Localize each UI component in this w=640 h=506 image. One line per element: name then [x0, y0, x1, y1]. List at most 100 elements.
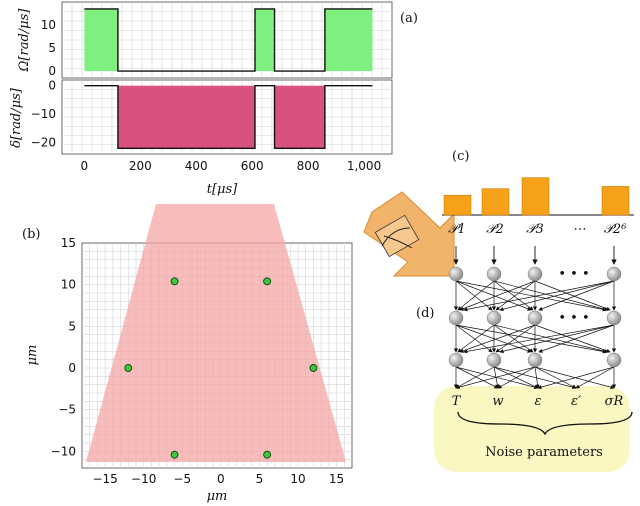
output-label: ε	[535, 394, 542, 409]
connection	[455, 324, 493, 353]
atom-xtick: 15	[329, 472, 344, 486]
omega-y-ticks: 0 5 10	[41, 18, 56, 78]
connection	[493, 280, 534, 311]
atom-ytick: 0	[68, 361, 76, 375]
atom-xtick: 10	[290, 472, 305, 486]
probability-bar	[521, 177, 550, 216]
delta-y-ticks: 0 −10 −20	[31, 79, 56, 150]
probability-bar	[481, 188, 510, 216]
network-node	[448, 266, 464, 282]
connection	[538, 324, 615, 353]
output-connection	[455, 366, 495, 389]
network-node	[448, 352, 464, 368]
panel-label-d: (d)	[416, 306, 434, 321]
connection	[534, 280, 611, 311]
time-xtick: 800	[297, 159, 320, 173]
connection	[455, 280, 607, 312]
atom-xlabel: μm	[207, 489, 228, 504]
output-connection	[534, 366, 615, 390]
neural-network	[448, 246, 622, 390]
bar-label: 𝒫3	[526, 222, 544, 237]
network-node	[527, 352, 543, 368]
probability-bar	[601, 186, 630, 216]
trap-region	[86, 204, 346, 462]
connection	[463, 280, 615, 312]
output-connection	[455, 366, 499, 389]
bar-label: 𝒫2⁶	[604, 222, 627, 237]
ellipsis-dots: • • •	[558, 267, 589, 282]
output-connection	[534, 366, 577, 389]
connection	[455, 324, 607, 354]
atom-xtick: −5	[173, 472, 191, 486]
atom-xtick: −15	[92, 472, 117, 486]
omega-ytick: 10	[41, 18, 56, 32]
connection	[493, 324, 534, 353]
atom-points	[124, 277, 318, 459]
time-xtick: 200	[129, 159, 152, 173]
probability-bar	[443, 194, 472, 216]
delta-ytick: −20	[31, 136, 56, 150]
output-label: ε′	[571, 394, 581, 409]
connection	[534, 324, 611, 353]
bar-label: 𝒫1	[448, 222, 466, 237]
panel-label-b: (b)	[22, 227, 40, 242]
noise-label: Noise parameters	[485, 445, 603, 460]
network-node	[606, 352, 622, 368]
atom-ytick: 15	[61, 236, 76, 250]
atom-ytick: −10	[51, 444, 76, 458]
time-xtick: 400	[185, 159, 208, 173]
delta-ytick: 0	[48, 79, 56, 93]
network-node	[527, 310, 543, 326]
panel-label-a: (a)	[400, 11, 418, 26]
output-connection	[455, 366, 536, 390]
delta-line	[84, 84, 373, 150]
bar-label: 𝒫2	[486, 222, 504, 237]
atom-ytick: 10	[61, 278, 76, 292]
delta-pulse-1	[117, 85, 255, 149]
omega-ytick: 5	[48, 41, 56, 55]
output-connection	[534, 366, 540, 389]
output-label: σR	[605, 394, 624, 409]
brace	[457, 411, 633, 436]
connection	[495, 280, 536, 311]
panel-label-c: (c)	[452, 149, 469, 164]
connection	[493, 280, 609, 312]
network-node	[486, 310, 502, 326]
connection	[455, 280, 493, 311]
connection	[455, 324, 532, 353]
delta-ytick: −10	[31, 107, 56, 121]
output-connection	[575, 366, 615, 389]
time-xtick: 600	[241, 159, 264, 173]
network-node	[448, 310, 464, 326]
atom-point	[263, 277, 272, 286]
time-xlabel: t[μs]	[207, 182, 238, 197]
output-connection	[493, 366, 577, 390]
omega-area	[84, 8, 373, 72]
ellipsis-dots: • • •	[558, 311, 589, 326]
atom-xtick: 5	[256, 472, 264, 486]
output-label: T	[452, 394, 462, 409]
connection	[499, 280, 615, 312]
omega-pulse-2	[254, 8, 275, 72]
time-xtick: 1,000	[347, 159, 381, 173]
atom-ylabel: μm	[25, 345, 40, 366]
atom-point	[263, 450, 272, 459]
atom-xtick: −10	[131, 472, 156, 486]
plot-icon	[374, 214, 420, 258]
network-node	[606, 266, 622, 282]
ellipsis-row-1: • • • • • •	[558, 267, 589, 326]
connection	[495, 324, 536, 353]
omega-pulse-4	[324, 8, 373, 72]
connection	[457, 280, 495, 311]
omega-ytick: 0	[48, 64, 56, 78]
atom-point	[170, 450, 179, 459]
